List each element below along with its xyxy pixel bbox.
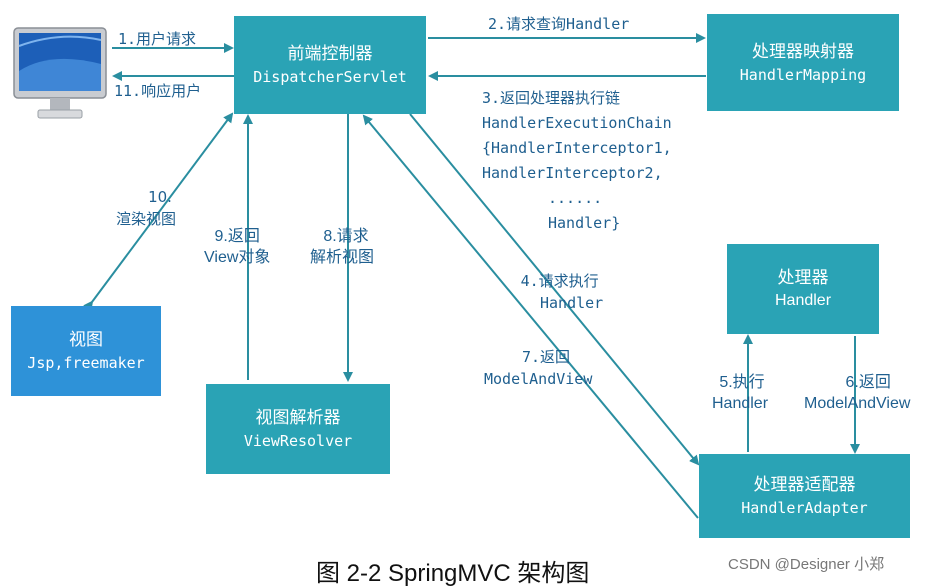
label-step8-line1: 8.请求 — [323, 228, 369, 245]
front-controller-subtitle: DispatcherServlet — [253, 68, 407, 86]
watermark: CSDN @Designer 小郑 — [728, 556, 885, 573]
handler-adapter-subtitle: HandlerAdapter — [741, 499, 868, 517]
label-step10-line2: 渲染视图 — [116, 210, 177, 228]
label-step5-line1: 5.执行 — [719, 374, 765, 391]
label-step9-line2: View对象 — [204, 249, 271, 266]
label-step3-line2: HandlerExecutionChain — [482, 114, 672, 132]
label-step7-line1: 7.返回 — [522, 348, 571, 366]
view-resolver-subtitle: ViewResolver — [243, 432, 353, 450]
view-subtitle: Jsp,freemaker — [27, 354, 145, 372]
label-step3-line3: {HandlerInterceptor1, — [482, 139, 672, 157]
label-step10-line1: 10. — [148, 188, 172, 206]
handler-mapping-title: 处理器映射器 — [752, 41, 854, 62]
view-resolver-box: 视图解析器 ViewResolver — [206, 384, 390, 474]
label-step3-line5: ...... — [548, 189, 603, 207]
handler-adapter-box: 处理器适配器 HandlerAdapter — [699, 454, 910, 538]
handler-title: 处理器 — [777, 268, 829, 288]
label-step3: 3.返回处理器执行链 HandlerExecutionChain {Handle… — [482, 86, 672, 236]
label-step5-line2: Handler — [712, 395, 769, 412]
label-step2: 2.请求查询Handler — [488, 15, 630, 33]
label-step7-line2: ModelAndView — [484, 370, 593, 388]
label-step6: 6.返回 ModelAndView — [804, 372, 910, 414]
front-controller-title: 前端控制器 — [287, 44, 373, 64]
label-step4-line1: 4.请求执行 — [520, 272, 599, 290]
label-step6-line2: ModelAndView — [804, 395, 911, 412]
label-step7: 7.返回 ModelAndView — [484, 346, 592, 390]
view-resolver-title: 视图解析器 — [255, 408, 341, 428]
handler-subtitle: Handler — [774, 292, 832, 309]
label-step8: 8.请求 解析视图 — [310, 226, 374, 268]
label-step3-line4: HandlerInterceptor2, — [482, 164, 663, 182]
handler-box: 处理器 Handler — [727, 244, 879, 334]
arrow-return-modelandview — [362, 114, 699, 519]
label-step4-line2: Handler — [540, 294, 604, 312]
handler-mapping-subtitle: HandlerMapping — [739, 65, 867, 84]
front-controller-box: 前端控制器 DispatcherServlet — [234, 16, 426, 114]
handler-mapping-box: 处理器映射器 HandlerMapping — [707, 14, 899, 111]
label-step5: 5.执行 Handler — [712, 372, 768, 414]
view-box: 视图 Jsp,freemaker — [11, 306, 161, 396]
label-step4: 4.请求执行 Handler — [516, 270, 604, 314]
label-step11: 11.响应用户 — [114, 82, 202, 100]
label-step6-line1: 6.返回 — [845, 374, 891, 391]
handler-adapter-title: 处理器适配器 — [753, 475, 856, 495]
label-step10: 10. 渲染视图 — [116, 186, 176, 230]
label-step8-line2: 解析视图 — [310, 249, 375, 266]
label-step9-line1: 9.返回 — [214, 228, 260, 245]
label-step9: 9.返回 View对象 — [204, 226, 270, 268]
label-step1: 1.用户请求 — [118, 30, 197, 48]
view-title: 视图 — [69, 330, 103, 350]
arrow-request-execute — [409, 113, 700, 466]
arrow-render-view — [83, 112, 234, 312]
label-step3-line6: Handler} — [548, 214, 621, 232]
label-step3-line1: 3.返回处理器执行链 — [482, 89, 621, 107]
monitor-icon — [13, 27, 107, 119]
